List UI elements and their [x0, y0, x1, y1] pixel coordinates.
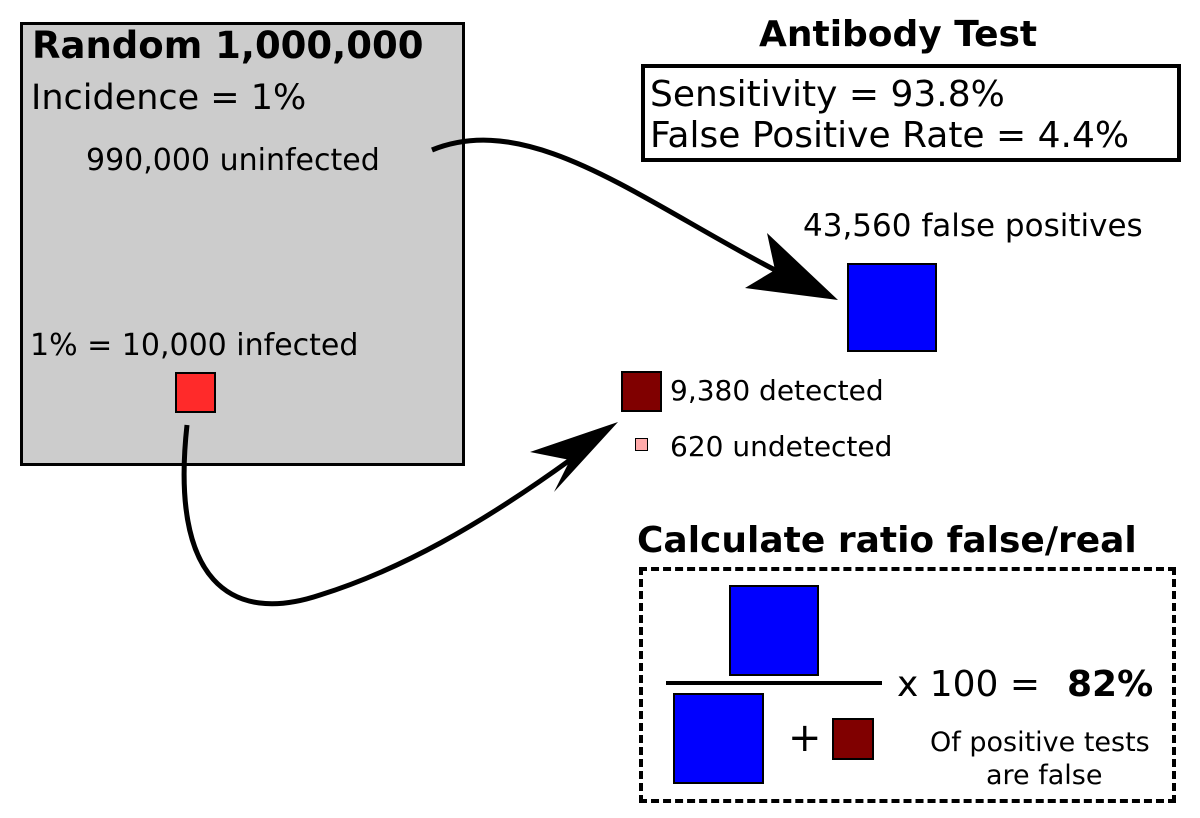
infected-arrowhead [530, 422, 618, 492]
false-positives-label: 43,560 false positives [803, 208, 1143, 244]
uninfected-label: 990,000 uninfected [86, 143, 380, 178]
infected-square [175, 372, 216, 413]
multiply-text: x 100 = [897, 664, 1041, 705]
antibody-test-box [641, 64, 1181, 162]
result-caption-line1: Of positive tests [930, 727, 1150, 758]
detected-square [621, 371, 662, 412]
false-positives-square [847, 263, 937, 352]
undetected-square [635, 438, 648, 451]
plus-sign: + [788, 715, 822, 761]
detected-label: 9,380 detected [670, 374, 884, 407]
denominator-detected-square [832, 718, 874, 760]
population-box [20, 22, 465, 466]
numerator-false-positive-square [729, 585, 819, 676]
incidence-label: Incidence = 1% [31, 78, 307, 118]
infected-label: 1% = 10,000 infected [30, 328, 359, 363]
calculation-box [639, 567, 1176, 803]
sensitivity-label: Sensitivity = 93.8% [650, 74, 1005, 115]
result-caption-line2: are false [986, 760, 1103, 791]
antibody-test-title: Antibody Test [759, 14, 1038, 55]
fraction-bar [666, 681, 882, 685]
calculation-title: Calculate ratio false/real [637, 520, 1137, 561]
denominator-false-positive-square [673, 693, 764, 784]
population-title: Random 1,000,000 [32, 24, 424, 67]
result-value: 82% [1067, 664, 1154, 705]
false-positive-rate-label: False Positive Rate = 4.4% [650, 115, 1130, 156]
undetected-label: 620 undetected [670, 430, 893, 463]
